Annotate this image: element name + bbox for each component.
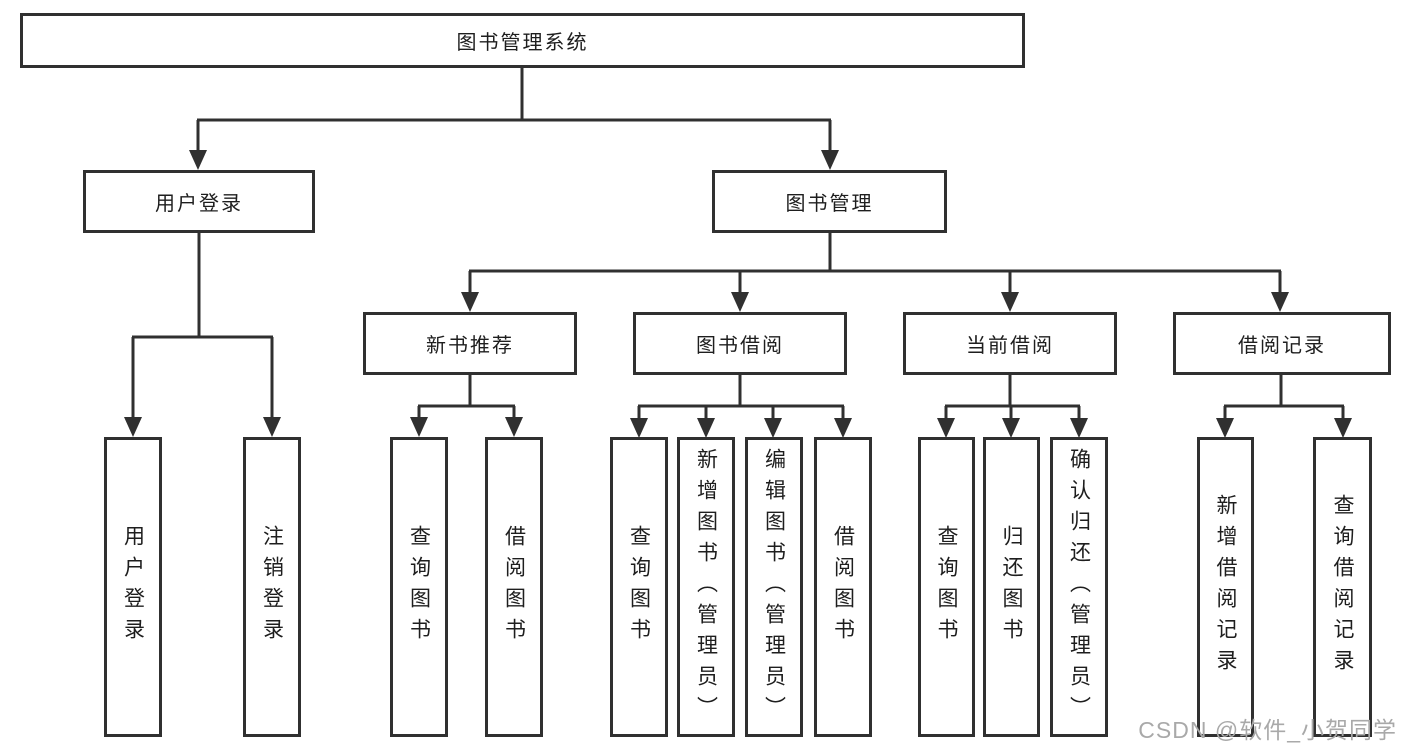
node-edit-book-admin: 编辑图书（管理员） [745,437,803,737]
node-return-books: 归还图书 [983,437,1040,737]
node-borrow-books-recommend: 借阅图书 [485,437,543,737]
node-borrowing-records: 借阅记录 [1173,312,1391,375]
node-add-book-admin: 新增图书（管理员） [677,437,735,737]
node-query-books-recommend: 查询图书 [390,437,448,737]
node-library-management-system: 图书管理系统 [20,13,1025,68]
node-query-books-borrowing: 查询图书 [610,437,668,737]
node-add-borrow-record: 新增借阅记录 [1197,437,1254,737]
node-confirm-return-admin: 确认归还（管理员） [1050,437,1108,737]
node-query-books-current: 查询图书 [918,437,975,737]
node-new-book-recommend: 新书推荐 [363,312,577,375]
node-book-borrowing: 图书借阅 [633,312,847,375]
node-borrow-books-borrowing: 借阅图书 [814,437,872,737]
node-query-borrow-record: 查询借阅记录 [1313,437,1372,737]
node-user-login: 用户登录 [104,437,162,737]
node-logout: 注销登录 [243,437,301,737]
csdn-watermark: CSDN @软件_小贺同学 [1138,717,1397,743]
node-current-borrowing: 当前借阅 [903,312,1117,375]
node-user-login-group: 用户登录 [83,170,315,233]
node-book-management: 图书管理 [712,170,947,233]
